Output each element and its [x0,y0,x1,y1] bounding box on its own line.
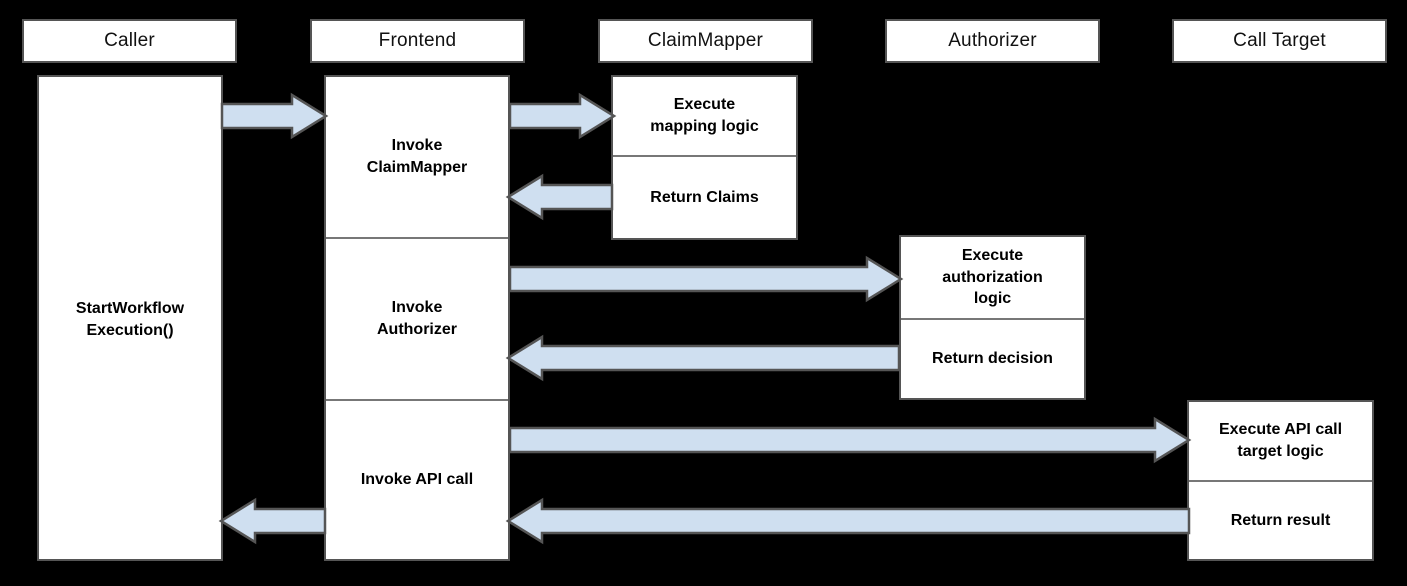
lifeline-header-authorizer: Authorizer [885,19,1100,63]
lifeline-header-caller: Caller [22,19,237,63]
activation-label-frontend-invoke-api-call: Invoke API call [360,471,474,489]
activation-divider [326,237,508,239]
lifeline-header-frontend: Frontend [310,19,525,63]
activation-divider [613,155,796,157]
lifeline-label-authorizer: Authorizer [948,29,1037,51]
message-arrow-invoke-authorizer [508,255,904,303]
activation-divider [326,399,508,401]
message-arrow-invoke-api-call [508,416,1192,464]
message-arrow-return-decision [505,334,901,382]
message-arrow-invoke-claimmapper [508,92,617,140]
activation-divider [1189,480,1372,482]
lifeline-label-claimmapper: ClaimMapper [647,29,764,51]
activation-label-authorizer-return-decision: Return decision [932,350,1053,368]
message-arrow-return-claims [505,173,614,221]
lifeline-label-caller: Caller [104,29,155,51]
message-arrow-return-result [505,497,1191,545]
activation-divider [901,318,1084,320]
activation-label-calltarget-return-result: Return result [1230,511,1331,529]
lifeline-header-calltarget: Call Target [1172,19,1387,63]
lifeline-header-claimmapper: ClaimMapper [598,19,813,63]
message-arrow-start-workflow [220,92,329,140]
lifeline-label-frontend: Frontend [378,29,457,51]
activation-label-claimmapper-return-claims: Return Claims [650,188,759,206]
message-arrow-return-to-caller [218,497,327,545]
lifeline-label-calltarget: Call Target [1233,29,1326,51]
